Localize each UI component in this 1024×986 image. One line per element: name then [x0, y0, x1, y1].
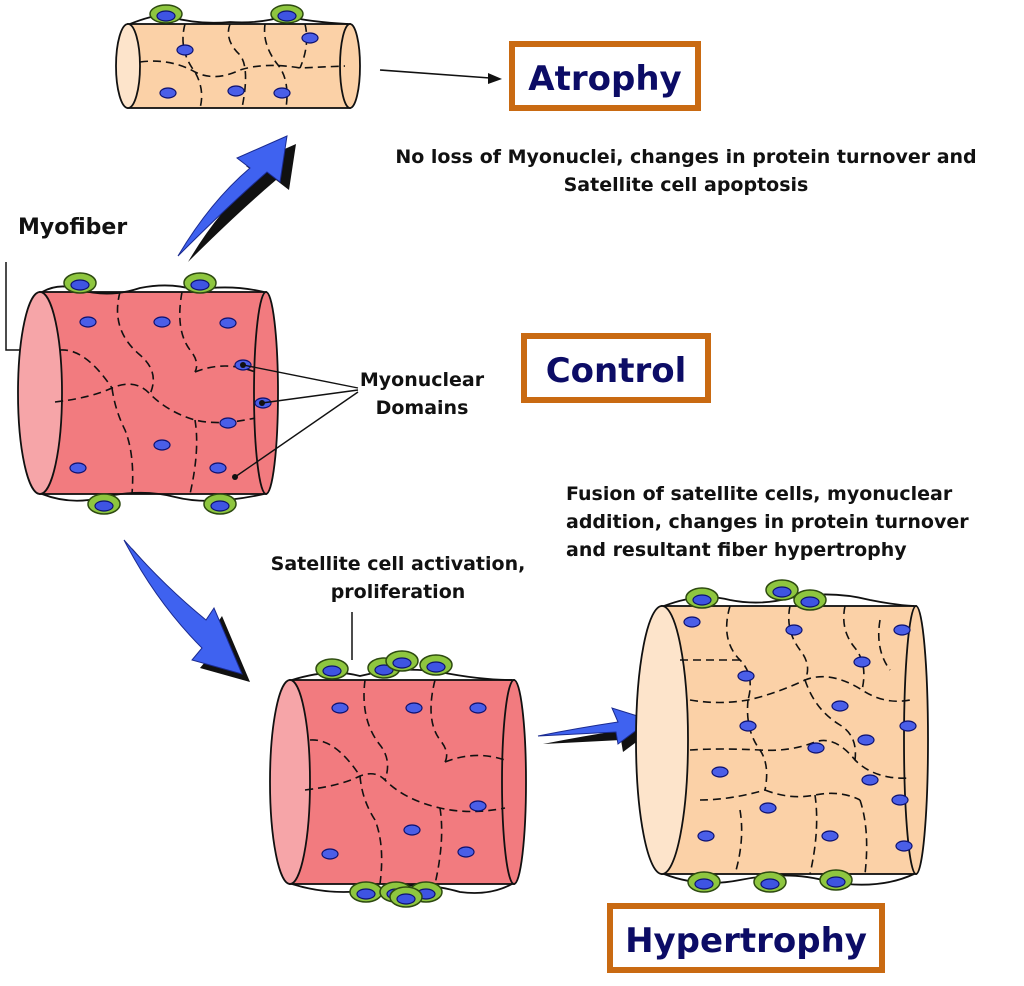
atrophy-label: Atrophy — [528, 59, 681, 99]
atrophy-fiber — [115, 4, 361, 109]
myonuclear-domains-line1: Myonuclear — [360, 369, 485, 391]
atrophy-box: Atrophy — [509, 41, 701, 111]
control-fiber — [17, 272, 279, 515]
fusion-line2: addition, changes in protein turnover — [566, 511, 969, 533]
hypertrophy-fiber — [635, 579, 929, 893]
myofiber-label: Myofiber — [18, 215, 127, 240]
curved-arrow-icon — [177, 135, 296, 262]
control-nuclei — [69, 316, 272, 474]
control-label: Control — [546, 351, 687, 391]
activated-nuclei — [321, 702, 487, 860]
myonuclear-domains-line2: Domains — [376, 397, 469, 419]
hypertrophy-box: Hypertrophy — [607, 903, 885, 973]
atrophy-pointer-arrow — [379, 69, 502, 84]
atrophy-nuclei — [159, 32, 319, 99]
myonuclear-domain-pointers — [232, 362, 359, 480]
fusion-line3: and resultant fiber hypertrophy — [566, 539, 907, 561]
atrophy-note-line1: No loss of Myonuclei, changes in protein… — [395, 146, 976, 168]
hypertrophy-label: Hypertrophy — [625, 921, 867, 961]
satellite-cell-icon — [63, 272, 237, 515]
curved-arrow-icon — [123, 539, 250, 682]
satellite-cell-icon — [149, 4, 304, 24]
activation-line2: proliferation — [331, 581, 466, 603]
curved-arrow-icon — [537, 707, 655, 752]
activation-line1: Satellite cell activation, — [271, 553, 526, 575]
satellite-cell-icon — [685, 579, 853, 893]
hypertrophy-nuclei — [683, 616, 917, 852]
atrophy-note-line2: Satellite cell apoptosis — [564, 174, 809, 196]
satellite-cell-icon — [315, 650, 453, 908]
control-box: Control — [521, 333, 711, 403]
activated-fiber — [269, 650, 527, 908]
fusion-line1: Fusion of satellite cells, myonuclear — [566, 483, 953, 505]
